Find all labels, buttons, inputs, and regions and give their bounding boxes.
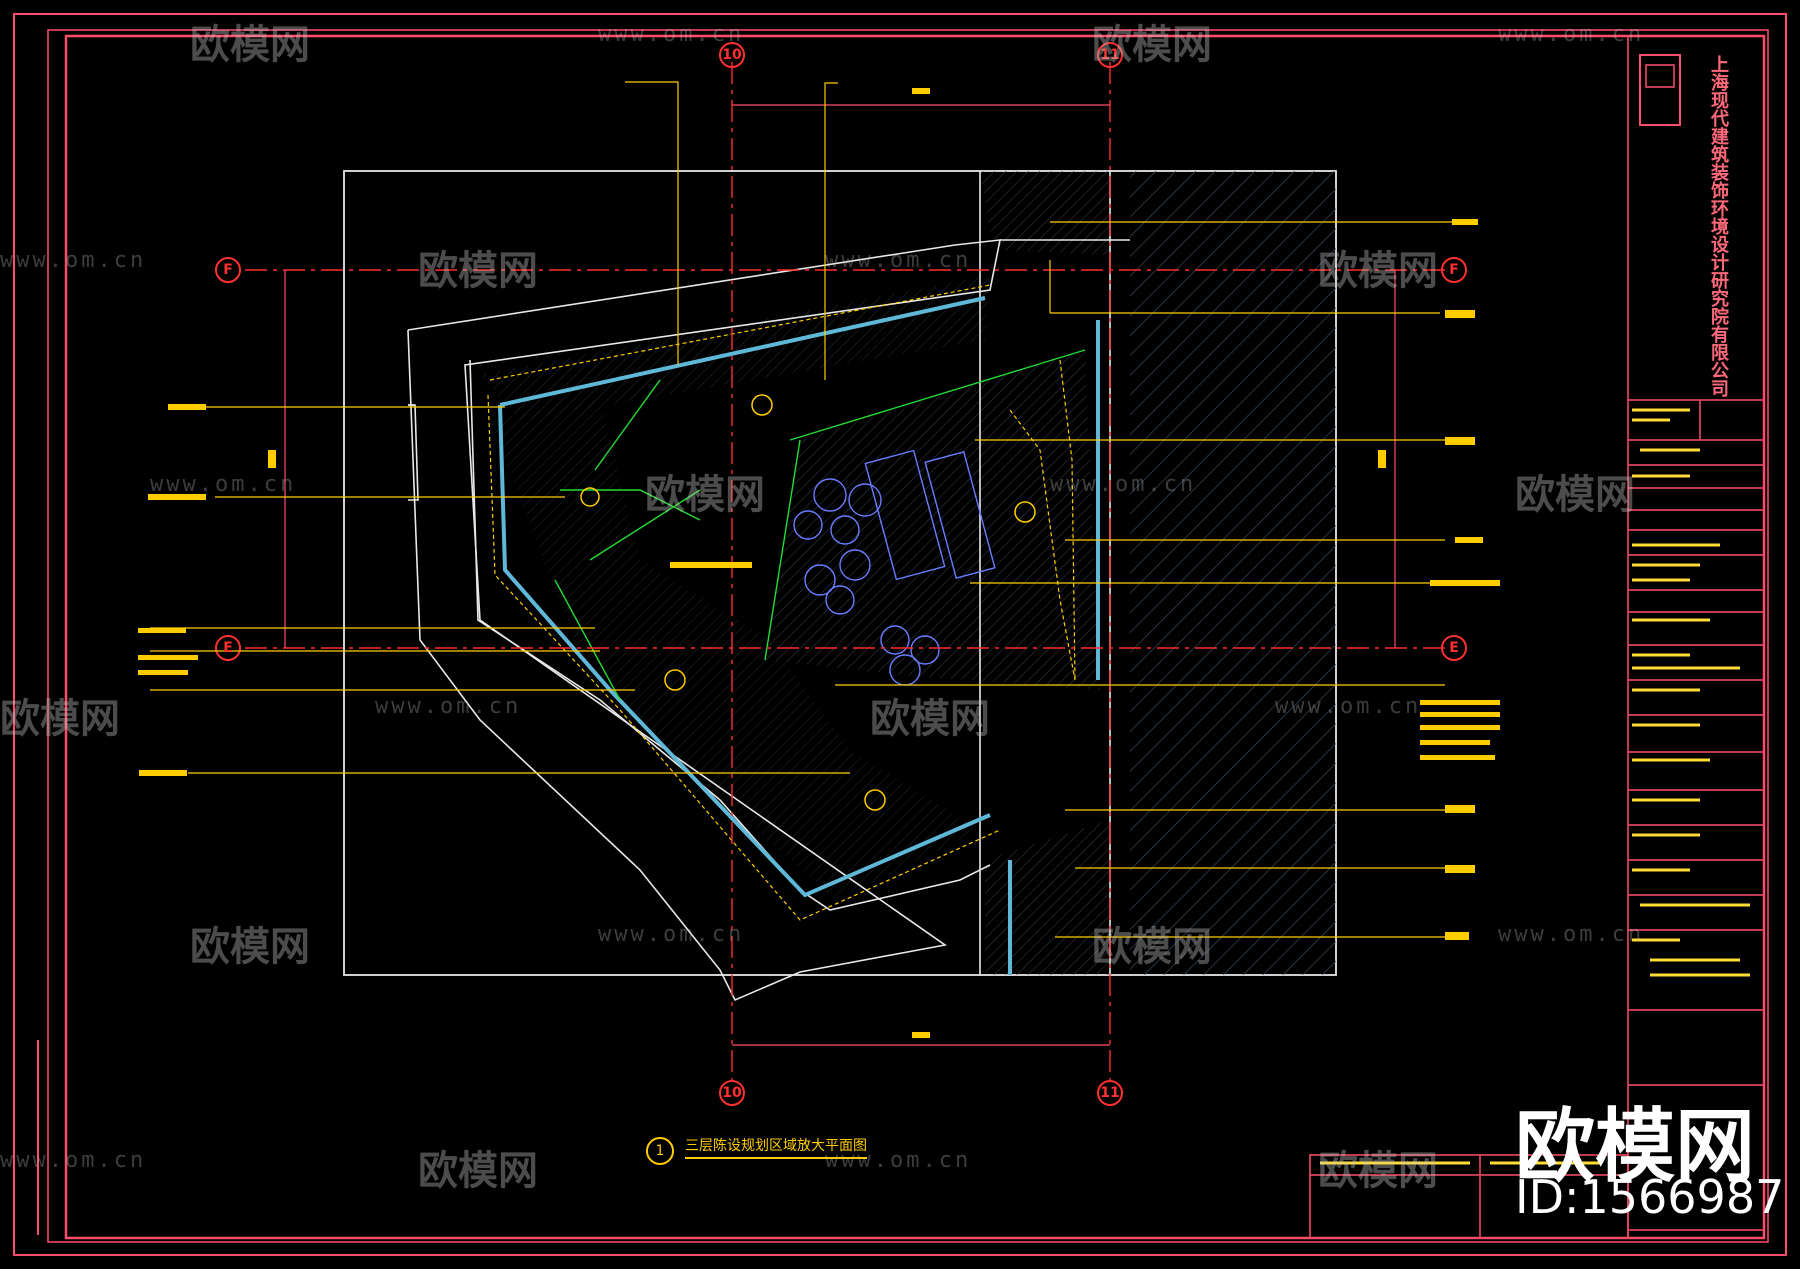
axis-label-column-11-bottom: 11	[1100, 1085, 1120, 1101]
watermark-url: www.om.cn	[825, 1148, 972, 1173]
watermark-brand: 欧模网	[418, 248, 538, 294]
watermark-url: www.om.cn	[598, 22, 745, 47]
annotation-tags	[138, 88, 1500, 1038]
watermark-url: www.om.cn	[1050, 472, 1197, 497]
axis-label-row-e-right: E	[1449, 640, 1459, 656]
title-block-text-lines	[1320, 408, 1750, 1165]
watermark-brand: 欧模网	[645, 472, 765, 518]
axis-label-column-10-top: 10	[722, 47, 742, 63]
watermark-url: www.om.cn	[0, 248, 147, 273]
company-name: 上海现代建筑装饰环境设计研究院有限公司	[1708, 55, 1729, 397]
axis-bubbles	[215, 42, 1467, 1106]
axis-label-row-f-left: F	[223, 262, 233, 278]
watermark-brand: 欧模网	[190, 22, 310, 68]
axis-lines	[245, 62, 1445, 1080]
watermark-url: www.om.cn	[1498, 922, 1645, 947]
title-block	[1309, 35, 1765, 1239]
axis-label-row-e-left: E	[223, 640, 233, 656]
watermark-brand: 欧模网	[870, 696, 990, 742]
drawing-title: 三层陈设规划区域放大平面图	[685, 1135, 867, 1159]
watermark-brand: 欧模网	[190, 924, 310, 970]
watermark-brand: 欧模网	[1318, 248, 1438, 294]
watermark-url: www.om.cn	[375, 694, 522, 719]
drawing-number: 1	[646, 1137, 674, 1165]
watermark-url: www.om.cn	[1498, 22, 1645, 47]
watermark-brand: 欧模网	[1092, 22, 1212, 68]
section-symbols	[580, 394, 1036, 811]
axis-label-row-f-right: F	[1449, 262, 1459, 278]
annotation-leaders	[150, 81, 1478, 938]
green-guides	[554, 349, 1086, 701]
watermark-brand: 欧模网	[1318, 1148, 1438, 1194]
hatch-zones	[480, 171, 1336, 975]
watermark-brand: 欧模网	[1092, 924, 1212, 970]
watermark-url: www.om.cn	[1275, 694, 1422, 719]
resource-id: ID:1566987	[1515, 1170, 1785, 1224]
watermark-url: www.om.cn	[598, 922, 745, 947]
watermark-url: www.om.cn	[825, 248, 972, 273]
inner-yellow-edges	[487, 284, 1076, 921]
axis-label-column-10-bottom: 10	[722, 1085, 742, 1101]
axis-label-column-11-top: 11	[1100, 47, 1120, 63]
furniture-chairs	[793, 449, 996, 686]
watermark-url: www.om.cn	[150, 472, 297, 497]
watermark-brand: 欧模网	[1515, 472, 1635, 518]
watermark-url: www.om.cn	[0, 1148, 147, 1173]
brand-logo-text: 欧模网	[1515, 1100, 1755, 1193]
dimension-lines	[284, 104, 1396, 1046]
watermark-brand: 欧模网	[0, 696, 120, 742]
watermark-brand: 欧模网	[418, 1148, 538, 1194]
